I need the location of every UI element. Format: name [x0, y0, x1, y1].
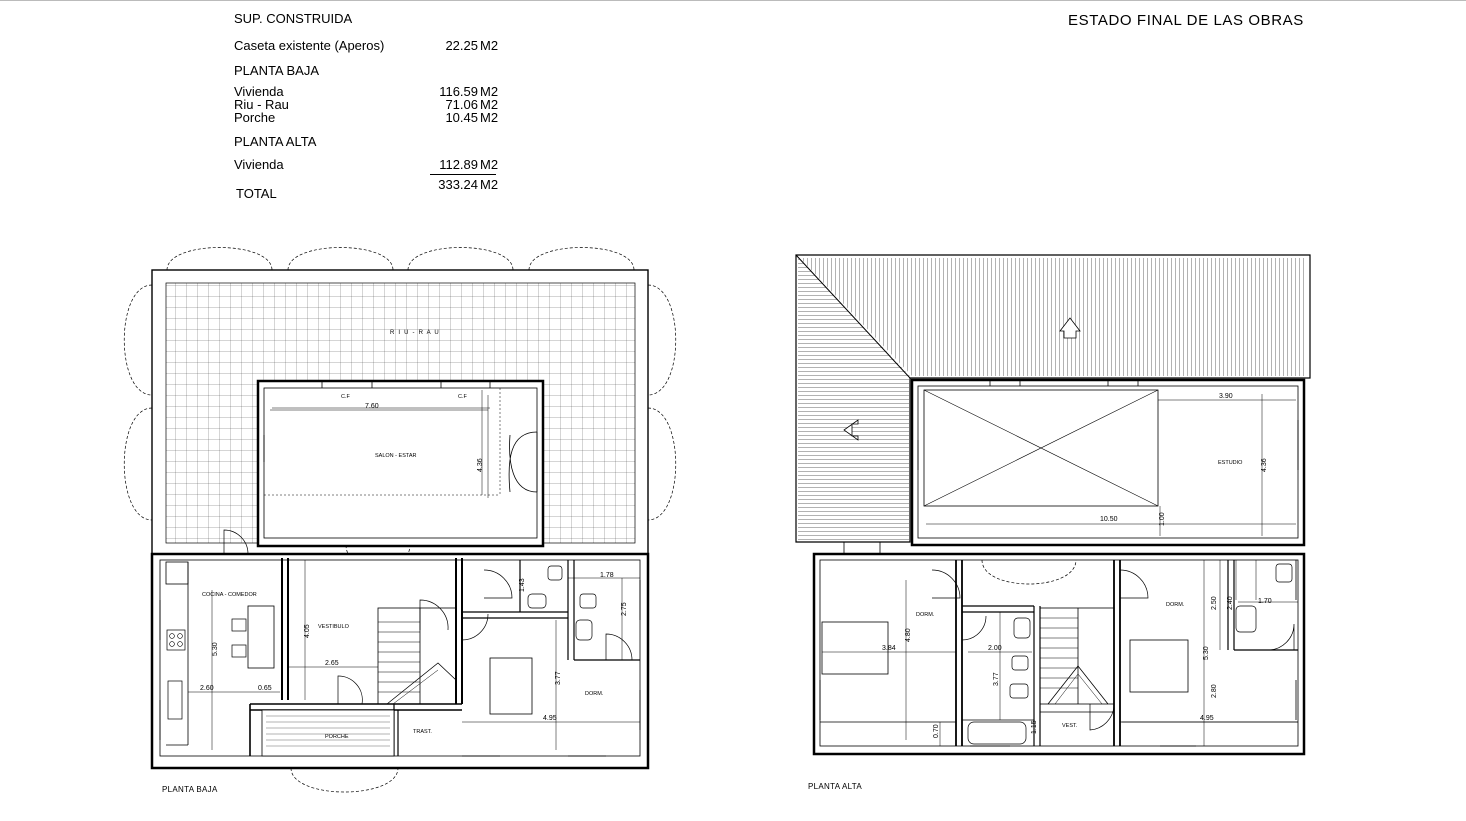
ground-floor-house: [150, 552, 650, 770]
pb-row-label: Porche: [234, 110, 276, 125]
roof-arrow-up: [1059, 317, 1081, 339]
dim-4-80: 4.80: [905, 628, 912, 642]
pa-labels: ESTUDIO DORM. DORM. VEST. 3.90 4.36 10.5…: [882, 393, 1272, 738]
dim-0-65: 0.65: [258, 685, 272, 692]
room-label-cocina: COCINA - COMEDOR: [202, 592, 257, 598]
pb-row-value: 116.59: [439, 84, 478, 99]
dim-10-50: 10.50: [1100, 516, 1118, 523]
caseta-value: 22.25: [445, 38, 478, 53]
area-heading: SUP. CONSTRUIDA: [234, 11, 353, 26]
planta-alta-plan: [795, 254, 1311, 756]
pb-row-unit: M2: [480, 84, 499, 99]
dim-4-36: 4.36: [1261, 458, 1268, 472]
roof-arrow-left: [843, 419, 859, 441]
dim-4-05: 4.05: [304, 624, 311, 638]
room-label-dorm: DORM.: [916, 612, 935, 618]
dim-3-77: 3.77: [555, 671, 562, 685]
pa-row-label: Vivienda: [234, 157, 284, 172]
dim-4-95: 4.95: [1200, 715, 1214, 722]
plan-label-baja: PLANTA BAJA: [162, 785, 218, 794]
dim-2-00: 2.00: [988, 645, 1002, 652]
dim-1-00: 1.00: [1159, 512, 1166, 526]
room-label-salon: SALON - ESTAR: [375, 453, 416, 459]
dim-2-60: 2.60: [200, 685, 214, 692]
tree-canopies: [123, 247, 677, 793]
dim-3-90: 3.90: [1219, 393, 1233, 400]
dim-0-70: 0.70: [933, 724, 940, 738]
pa-dimension-lines: [822, 394, 1298, 746]
room-label-riu-rau: R I U - R A U: [390, 330, 440, 336]
pa-row-value: 112.89: [439, 157, 478, 172]
planta-alta-heading: PLANTA ALTA: [234, 134, 317, 149]
dim-1-78: 1.78: [600, 572, 614, 579]
pb-row-unit: M2: [480, 97, 499, 112]
page-title: ESTADO FINAL DE LAS OBRAS: [1068, 12, 1304, 29]
upper-floor-house: [812, 552, 1306, 756]
plan-label-alta: PLANTA ALTA: [808, 782, 862, 791]
dim-2-75: 2.75: [621, 602, 628, 616]
dim-2-50: 2.50: [1211, 596, 1218, 610]
room-label-vestibulo: VESTIBULO: [318, 624, 350, 630]
planta-baja-heading: PLANTA BAJA: [234, 63, 320, 78]
dim-3-77: 3.77: [993, 672, 1000, 686]
room-label-dorm: DORM.: [1166, 602, 1185, 608]
dim-7-60: 7.60: [365, 403, 379, 410]
total-value: 333.24: [438, 177, 478, 192]
dim-2-65: 2.65: [325, 660, 339, 667]
total-label: TOTAL: [236, 186, 277, 201]
dim-3-84: 3.84: [882, 645, 896, 652]
dim-1-70: 1.70: [1258, 598, 1272, 605]
pb-dimension-lines: [188, 395, 640, 750]
dim-1-43: 1.43: [519, 578, 526, 592]
planta-baja-plan: [123, 247, 677, 793]
room-label-dorm: DORM.: [585, 691, 604, 697]
mark-cf: C.F: [458, 394, 468, 400]
caseta-label: Caseta existente (Aperos): [234, 38, 385, 53]
dim-4-36: 4.36: [477, 458, 484, 472]
top-border: [0, 0, 1466, 1]
room-label-porche: PORCHE: [325, 734, 349, 740]
pb-labels: R I U - R A U SALON - ESTAR C.F C.F COCI…: [200, 330, 628, 740]
mark-cf: C.F: [341, 394, 351, 400]
total-rule: [430, 174, 496, 175]
caseta-unit: M2: [480, 38, 499, 53]
dim-1-15: 1.15: [1031, 720, 1038, 734]
porche-area: [261, 709, 395, 757]
pb-row-unit: M2: [480, 110, 499, 125]
pb-row-label: Vivienda: [234, 84, 284, 99]
dim-2-80: 2.80: [1211, 684, 1218, 698]
pb-row-value: 10.45: [445, 110, 478, 125]
pb-row-value: 71.06: [445, 97, 478, 112]
dim-5-30: 5.30: [1203, 646, 1210, 660]
pa-dimensions: 3.90 4.36 10.50 1.00 3.84 4.80 2.00 3.77…: [882, 393, 1272, 738]
pb-row-label: Riu - Rau: [234, 97, 289, 112]
dim-2-40: 2.40: [1227, 596, 1234, 610]
pb-dimensions: 7.60 4.36 5.30 2.60 0.65 4.05 2.65 1.43 …: [200, 403, 628, 722]
pa-row-unit: M2: [480, 157, 499, 172]
dim-4-95: 4.95: [543, 715, 557, 722]
room-label-vest: VEST.: [1062, 723, 1078, 729]
dim-5-30: 5.30: [212, 642, 219, 656]
room-label-estudio: ESTUDIO: [1218, 460, 1243, 466]
total-unit: M2: [480, 177, 499, 192]
room-label-trast: TRAST.: [413, 729, 432, 735]
salon-room: [256, 379, 545, 548]
